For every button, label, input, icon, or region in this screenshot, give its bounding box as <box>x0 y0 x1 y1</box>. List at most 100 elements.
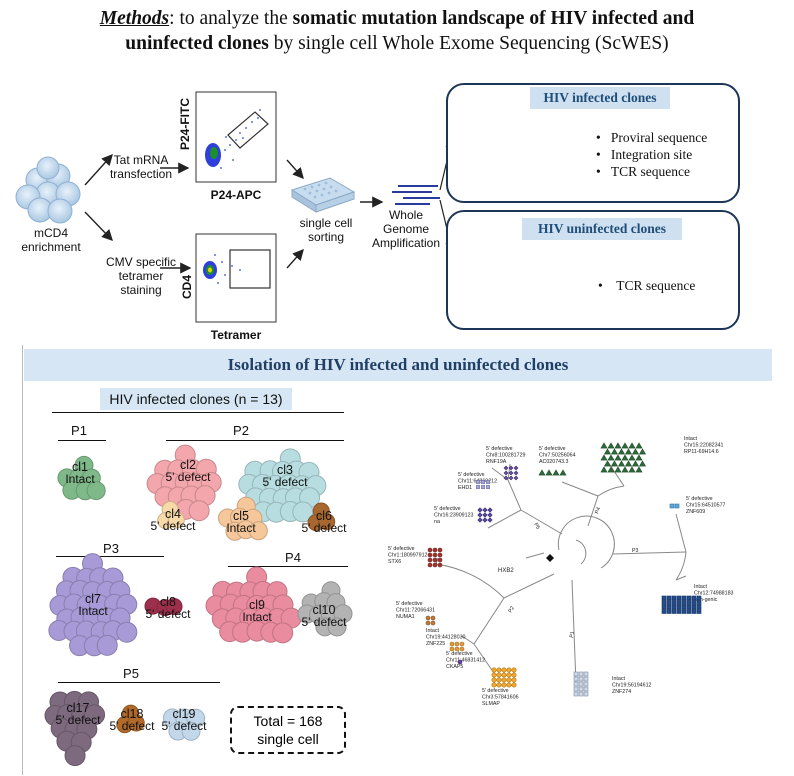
tree-leaf-marker <box>482 517 488 523</box>
tree-leaf-marker <box>482 512 488 518</box>
tree-leaf-marker <box>506 672 512 678</box>
clone-desc: 5' defect <box>150 519 196 533</box>
tree-leaf-marker <box>635 442 643 449</box>
tree-leaf-marker <box>671 595 677 601</box>
group-p2-label: P2 <box>233 423 249 438</box>
tree-leaf-marker <box>511 672 517 678</box>
tree-leaf-marker <box>427 562 433 568</box>
clone-cluster-cl3 <box>238 448 327 523</box>
clone-name: cl3 <box>277 463 293 477</box>
tree-leaf-marker <box>459 641 465 647</box>
group-p4-label: P4 <box>285 550 301 565</box>
clone-cluster-cl2 <box>146 444 222 522</box>
clone-name: cl19 <box>172 707 196 721</box>
tree-leaf-marker <box>437 557 443 563</box>
tree-leaf-marker <box>583 681 589 687</box>
clone-cluster-cl17 <box>44 690 106 767</box>
tree-leaf-marker <box>617 448 626 455</box>
tree-leaf-marker <box>513 470 519 476</box>
branch-p1: P1 <box>569 631 576 638</box>
bullet-proviral: Proviral sequence <box>610 130 708 145</box>
tree-leaf-marker <box>477 517 483 523</box>
clone-cluster-cl6 <box>307 502 336 532</box>
title-text-2: by single cell Whole Exome Sequencing (S… <box>268 33 669 54</box>
tree-leaf-marker <box>573 671 579 677</box>
facs-plot-tetramer <box>195 233 277 323</box>
tree-leaf-marker <box>437 552 443 558</box>
tree-leaf-marker <box>437 547 443 553</box>
tree-leaf-marker <box>449 641 455 647</box>
clone-desc: 5' defect <box>109 719 155 733</box>
tree-leaf-marker <box>506 667 512 673</box>
tree-leaf-marker <box>696 609 702 614</box>
clone-cell <box>272 622 294 644</box>
tree-leaf-marker <box>610 460 619 467</box>
tree-leaf-marker <box>638 460 647 467</box>
tree-leaf-marker <box>614 466 622 473</box>
group-p4-rule <box>228 566 348 568</box>
tree-leaf-marker <box>676 600 682 605</box>
tree-leaf-marker <box>661 609 667 614</box>
tree-leaf-marker <box>496 672 502 678</box>
clone-cell <box>96 634 118 656</box>
section-title: Isolation of HIV infected and uninfected… <box>24 349 772 381</box>
tree-leaf-marker <box>681 604 687 610</box>
tree-leaf-marker <box>482 507 488 513</box>
tree-leaf-marker <box>696 600 702 605</box>
tree-leaf-marker <box>427 557 433 563</box>
clone-desc: 5' defect <box>301 615 347 629</box>
tree-leaf-marker <box>501 677 507 683</box>
clone-desc: 5' defect <box>161 719 207 733</box>
tree-leaf-markers <box>425 442 702 697</box>
bullet-tcr-uninfected: TCR sequence <box>616 278 696 293</box>
tree-leaf-marker <box>578 676 584 682</box>
clone-cluster-cl19 <box>162 708 206 741</box>
clone-cluster-cl8 <box>144 597 183 617</box>
tree-leaf-marker <box>425 615 431 621</box>
clone-name: cl18 <box>120 707 144 721</box>
tree-leaf-marker <box>487 512 493 518</box>
tree-leaf-marker <box>513 465 519 471</box>
tree-leaf-marker <box>508 465 514 471</box>
tree-leaf-marker <box>481 485 485 489</box>
facs-plot-p24 <box>195 91 277 183</box>
clone-desc: 5' defect <box>165 470 211 484</box>
tree-leaf-marker <box>573 686 579 692</box>
tree-leaf-marker <box>511 677 517 683</box>
tree-leaf-marker <box>583 671 589 677</box>
branch-p3: P3 <box>632 548 639 554</box>
tree-leaf-marker <box>676 595 682 601</box>
clone-cluster-cl18 <box>116 704 145 734</box>
clones-header: HIV infected clones (n = 13) <box>100 388 292 410</box>
group-p5-label: P5 <box>123 666 139 681</box>
tree-leaf-marker <box>686 604 692 610</box>
clone-cell <box>86 481 106 501</box>
tree-leaf-marker <box>661 604 667 610</box>
tree-leaf-marker <box>432 562 438 568</box>
clone-desc: 5' defect <box>301 521 347 535</box>
tree-leaf-marker <box>628 442 636 449</box>
clone-cell <box>165 598 183 616</box>
tree-leaf-marker <box>457 659 463 665</box>
tree-leaf-marker <box>614 454 622 461</box>
tree-leaf-marker <box>573 681 579 687</box>
tree-leaf-marker <box>430 620 436 626</box>
tree-leaf-marker <box>437 562 443 568</box>
tree-leaf-marker <box>681 595 687 601</box>
tree-leaf-marker <box>628 466 636 473</box>
clone-name: cl8 <box>160 595 176 609</box>
tree-leaf-marker <box>578 671 584 677</box>
tree-leaf-marker <box>669 503 675 509</box>
tree-leaf-marker <box>621 454 629 461</box>
facs1-x-label: P24-APC <box>210 188 262 202</box>
